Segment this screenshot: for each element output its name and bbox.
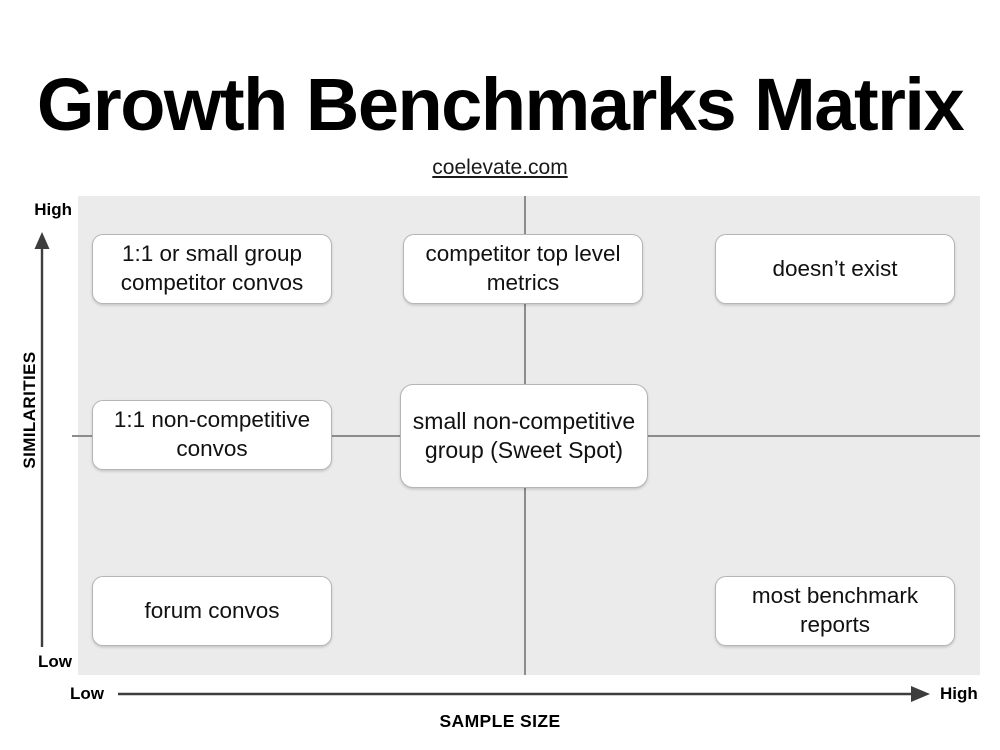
- matrix-card-middle-left[interactable]: 1:1 non-competitive convos: [92, 400, 332, 470]
- source-link[interactable]: coelevate.com: [432, 156, 568, 179]
- matrix-card-bottom-left[interactable]: forum convos: [92, 576, 332, 646]
- x-axis-high-label: High: [940, 684, 978, 703]
- matrix-plot-area: 1:1 or small group competitor convos com…: [72, 196, 980, 675]
- arrow-up-icon: [34, 232, 50, 647]
- matrix-card-top-right[interactable]: doesn’t exist: [715, 234, 955, 304]
- x-axis-title: SAMPLE SIZE: [439, 711, 561, 731]
- arrow-right-icon: [118, 686, 930, 702]
- y-axis-title: SIMILARITIES: [20, 351, 39, 469]
- matrix-card-top-left[interactable]: 1:1 or small group competitor convos: [92, 234, 332, 304]
- x-axis-low-label: Low: [70, 684, 104, 703]
- matrix-card-top-center[interactable]: competitor top level metrics: [403, 234, 643, 304]
- matrix-card-bottom-right[interactable]: most benchmark reports: [715, 576, 955, 646]
- y-axis-high-label: High: [34, 200, 72, 219]
- page-title: Growth Benchmarks Matrix: [36, 63, 965, 146]
- y-axis-low-label: Low: [38, 652, 72, 671]
- matrix-card-sweet-spot[interactable]: small non-competitive group (Sweet Spot): [400, 384, 648, 488]
